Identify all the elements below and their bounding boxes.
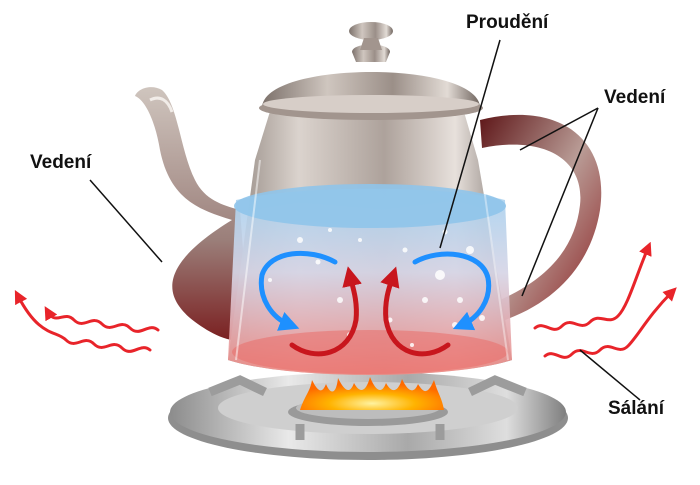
leader-radiation	[580, 350, 640, 400]
leader-conduction-left	[90, 180, 162, 262]
label-radiation: Sálání	[608, 398, 664, 420]
radiation-waves-left	[18, 296, 158, 351]
label-conduction-right: Vedení	[604, 87, 665, 109]
label-convection: Proudění	[466, 12, 548, 34]
label-conduction-left: Vedení	[30, 152, 91, 174]
kettle-lid	[259, 22, 483, 120]
radiation-wave	[48, 312, 158, 331]
